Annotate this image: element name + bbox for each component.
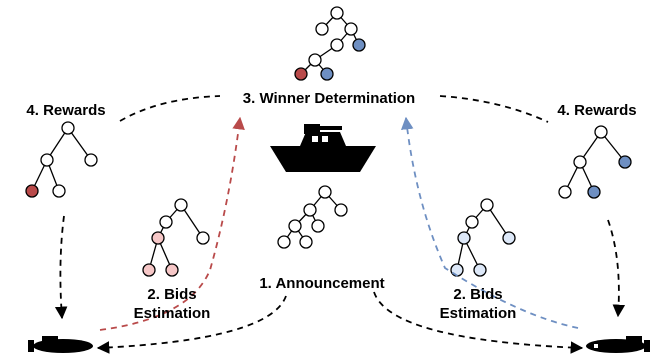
boat-icon <box>270 124 376 172</box>
winner-determination-label: 3. Winner Determination <box>243 90 415 107</box>
bids-tree-right <box>450 198 516 277</box>
rewards-tree-left <box>25 121 98 198</box>
rewards-tree-right <box>558 125 632 199</box>
bids-right-label-line2: Estimation <box>440 305 517 322</box>
rewards-left-label: 4. Rewards <box>26 102 105 119</box>
bids-left-label-line1: 2. Bids <box>147 286 196 303</box>
announcement-tree <box>277 185 348 249</box>
submarine-icon-right <box>586 336 650 353</box>
bids-left-label-line2: Estimation <box>134 305 211 322</box>
announcement-label: 1. Announcement <box>259 275 384 292</box>
bids-tree-left <box>142 198 210 277</box>
flow-arrows <box>54 95 626 354</box>
rewards-right-label: 4. Rewards <box>557 102 636 119</box>
bids-right-label-line1: 2. Bids <box>453 286 502 303</box>
top-tree <box>294 6 366 81</box>
submarine-icon-left <box>28 336 93 353</box>
